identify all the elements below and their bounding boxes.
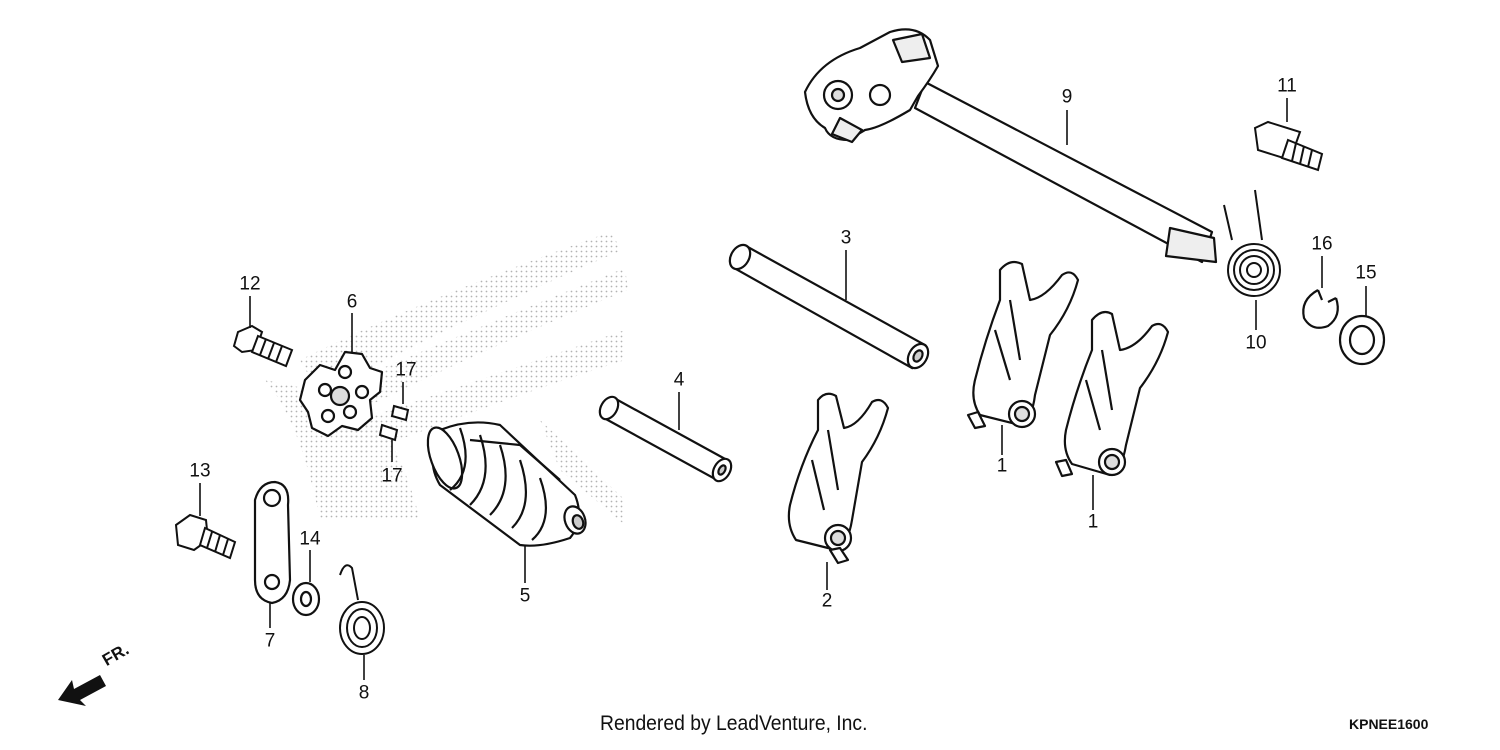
part-12-bolt — [232, 324, 294, 368]
callout-17-lower: 17 — [381, 465, 403, 487]
callout-1-upper: 1 — [996, 455, 1008, 477]
callout-10: 10 — [1245, 332, 1267, 354]
part-8-stopper-spring — [339, 564, 385, 655]
callout-2: 2 — [821, 590, 833, 612]
part-2-shift-fork — [787, 392, 890, 565]
part-13-bolt — [174, 513, 237, 560]
callout-13: 13 — [189, 460, 211, 482]
watermark-wing — [265, 232, 628, 525]
callout-6: 6 — [346, 291, 358, 313]
callout-14: 14 — [299, 528, 321, 550]
part-9-gearshift-spindle — [803, 28, 1218, 264]
callout-3: 3 — [840, 227, 852, 249]
callout-1-lower: 1 — [1087, 511, 1099, 533]
callout-15: 15 — [1355, 262, 1377, 284]
part-1-shift-fork-upper — [966, 260, 1080, 430]
leader-lines — [199, 98, 1367, 680]
part-15-washer — [1338, 314, 1386, 366]
callout-4: 4 — [673, 369, 685, 391]
diagram-code: KPNEE1600 — [1349, 716, 1429, 732]
front-direction-arrow-icon — [58, 675, 106, 706]
callout-16: 16 — [1311, 233, 1333, 255]
callout-9: 9 — [1061, 86, 1073, 108]
callout-11: 11 — [1277, 75, 1297, 97]
part-17-dowel-pins — [378, 404, 410, 442]
callout-17-upper: 17 — [395, 359, 417, 381]
part-11-bolt — [1253, 120, 1324, 172]
part-5-shift-drum — [426, 421, 587, 547]
part-14-washer — [291, 581, 321, 617]
callout-8: 8 — [358, 682, 370, 704]
render-credit: Rendered by LeadVenture, Inc. — [600, 712, 868, 735]
part-6-drum-center — [298, 350, 384, 438]
part-4-fork-shaft-short — [598, 395, 733, 483]
part-16-snap-ring — [1302, 289, 1339, 329]
part-1-shift-fork-lower — [1054, 310, 1170, 478]
callout-5: 5 — [519, 585, 531, 607]
callout-7: 7 — [264, 630, 276, 652]
callout-12: 12 — [239, 273, 261, 295]
part-7-stopper-arm — [253, 480, 292, 605]
part-10-return-spring — [1223, 189, 1281, 297]
part-3-fork-shaft — [728, 243, 930, 370]
